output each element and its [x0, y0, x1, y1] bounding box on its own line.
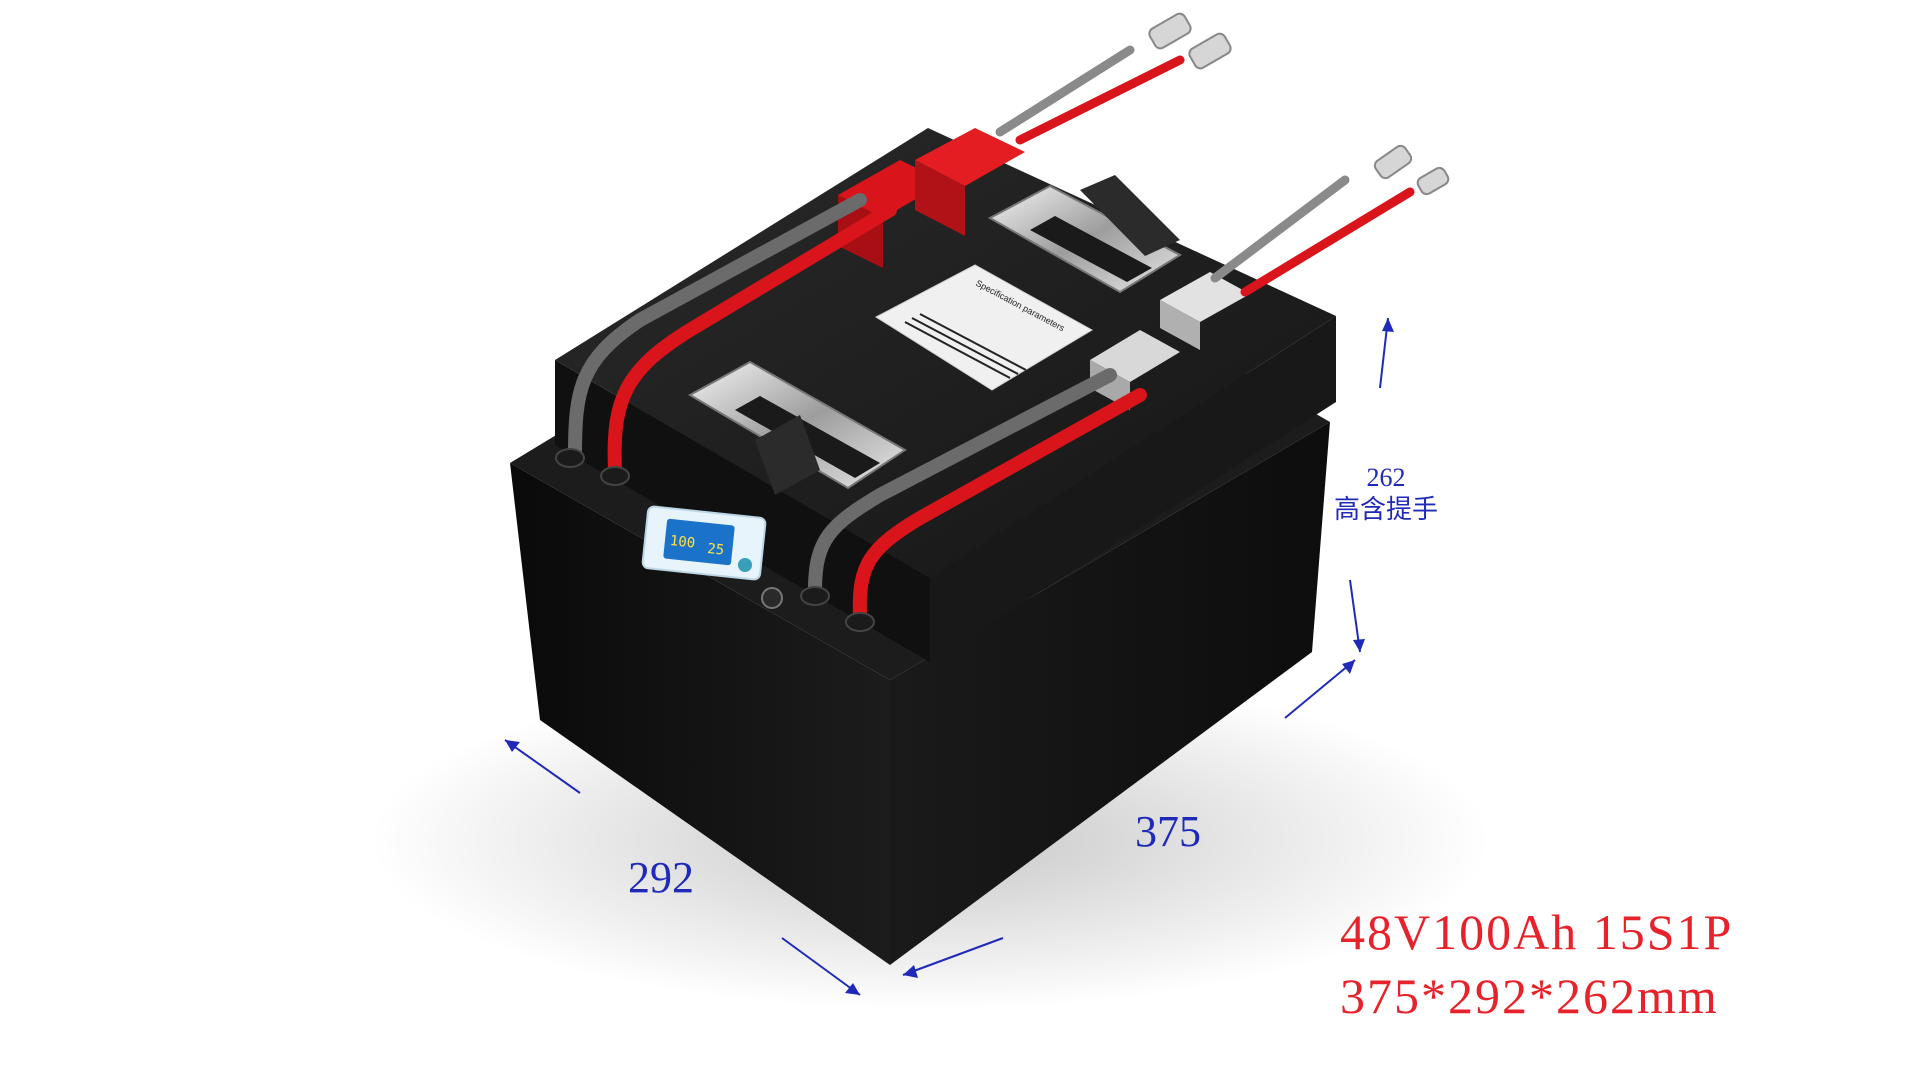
red-lead-right — [1240, 187, 1415, 297]
dim-arrowhead — [1382, 318, 1394, 332]
lid-side-face — [930, 316, 1336, 662]
dim-arrowhead — [845, 983, 860, 995]
cable-glands — [555, 448, 875, 632]
dim-arrowhead — [1353, 639, 1365, 652]
dim-arrowhead — [1342, 660, 1355, 674]
dim-arrowhead — [903, 965, 918, 978]
front-handle — [687, 360, 907, 495]
spec-label: Specification parameters — [874, 264, 1093, 391]
display-button-icon — [738, 558, 752, 572]
red-lead-top — [1015, 55, 1185, 145]
dimension-length: 375 — [1135, 807, 1201, 856]
dim-375-arrow-left — [902, 937, 1004, 976]
battery-side-face — [890, 422, 1330, 965]
grey-cable-right — [808, 368, 1117, 597]
dim-375-arrow-right — [1284, 659, 1356, 719]
rear-handle — [987, 175, 1183, 294]
red-cable-left — [607, 203, 897, 477]
dimension-width: 292 — [628, 853, 694, 902]
dimension-height-note: 高含提手 — [1333, 495, 1438, 524]
dimension-height: 262 — [1366, 463, 1406, 492]
ring-terminals — [1148, 12, 1450, 196]
red-cable-right — [852, 388, 1147, 622]
dim-292-arrow-right — [781, 937, 861, 996]
lid-front-face — [555, 360, 930, 662]
grey-cable-left — [568, 193, 867, 462]
charge-port-icon — [761, 587, 783, 609]
dim-arrowhead — [505, 740, 520, 752]
lcd-reading-left: 100 — [669, 533, 696, 552]
spec-line-2: 375*292*262mm — [1340, 968, 1719, 1024]
spec-line-1: 48V100Ah 15S1P — [1340, 904, 1734, 960]
lcd-display-panel: 100 25 — [641, 505, 783, 609]
dim-292-arrow-left — [504, 739, 581, 794]
battery-front-face — [510, 463, 890, 965]
dimension-height-block: 262 高含提手 — [1326, 462, 1446, 526]
grey-lead-right — [1210, 175, 1350, 283]
lcd-reading-right: 25 — [706, 541, 724, 559]
grey-lead-top — [995, 45, 1135, 137]
